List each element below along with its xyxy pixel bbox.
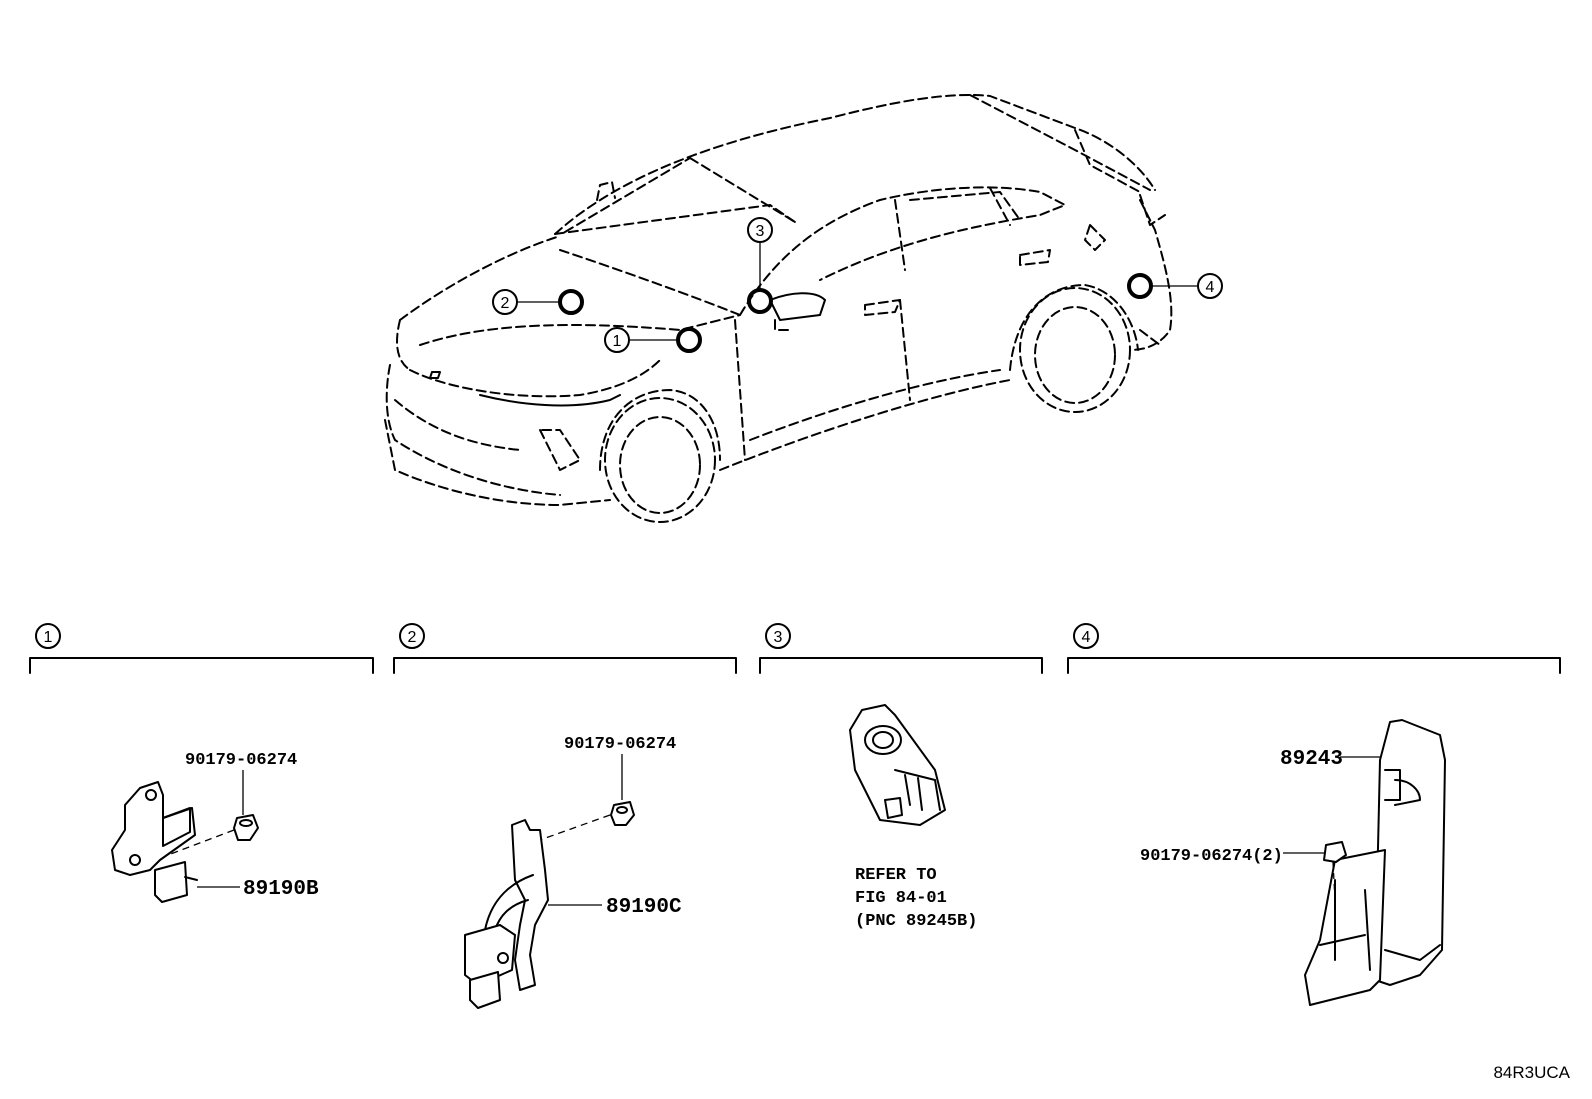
callout-circle-4 (1197, 273, 1223, 299)
location-dot-3 (747, 288, 773, 314)
location-markers: 2 1 3 4 (492, 217, 1223, 353)
section-4-bracket (1067, 657, 1561, 674)
part-label-89190b: 89190B (243, 878, 319, 901)
section-3-circle (765, 623, 791, 649)
center-airbag-sensor-icon (849, 704, 946, 826)
section-3-bracket (759, 657, 1043, 674)
part-label-89243: 89243 (1280, 748, 1343, 771)
location-dot-1 (676, 327, 702, 353)
section-2-bracket (393, 657, 737, 674)
part-label-90179-06274-s1: 90179-06274 (185, 751, 297, 770)
callout-4-number: 4 (1206, 279, 1215, 296)
section-4-parts: 89243 90179-06274(2) (1140, 719, 1446, 1006)
section-1-number: 1 (44, 629, 53, 646)
callout-3-number: 3 (756, 223, 765, 240)
section-4-circle (1073, 623, 1099, 649)
front-sensor-89190b-icon (111, 781, 196, 876)
location-dot-4 (1127, 273, 1153, 299)
reference-line-1: REFER TO (855, 866, 937, 885)
section-2-parts: 90179-06274 89190C (464, 735, 682, 1009)
section-2-circle (399, 623, 425, 649)
reference-line-2: FIG 84-01 (855, 889, 947, 908)
bolt-icon-s4 (1323, 841, 1347, 863)
callout-2-number: 2 (501, 295, 510, 312)
nut-icon-s1 (233, 814, 259, 841)
callout-1-number: 1 (613, 333, 622, 350)
section-2-number: 2 (408, 629, 417, 646)
vehicle-illustration (384, 93, 1173, 523)
part-label-90179-06274-s2: 90179-06274 (564, 735, 676, 754)
part-label-90179-06274-2: 90179-06274(2) (1140, 847, 1283, 866)
location-dot-2 (558, 289, 584, 315)
diagram-code: 84R3UCA (1493, 1063, 1570, 1082)
section-3-number: 3 (774, 629, 783, 646)
front-sensor-89190c-icon (464, 924, 516, 986)
section-1-circle (35, 623, 61, 649)
bracket-89190c-icon (511, 819, 549, 991)
section-1-parts: 90179-06274 89190B (111, 751, 319, 903)
part-label-89190c: 89190C (606, 896, 682, 919)
section-1-bracket (29, 657, 374, 674)
section-headers: 1 2 3 4 (29, 623, 1561, 674)
section-4-number: 4 (1082, 629, 1091, 646)
reference-line-3: (PNC 89245B) (855, 912, 977, 931)
section-3-parts: REFER TO FIG 84-01 (PNC 89245B) (849, 704, 977, 931)
